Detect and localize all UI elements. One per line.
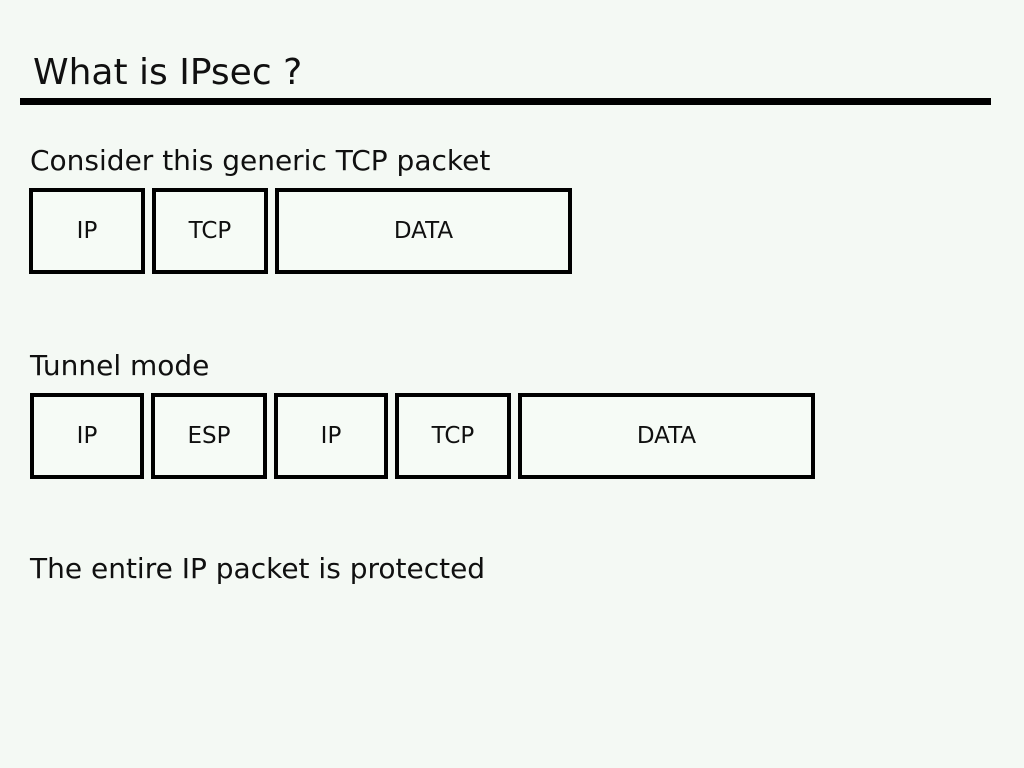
title-rule — [20, 98, 991, 105]
packet-field-tcp: TCP — [395, 393, 511, 479]
packet-field-label: IP — [320, 422, 342, 449]
packet-field-esp: ESP — [151, 393, 267, 479]
packet-field-outer-ip: IP — [30, 393, 144, 479]
packet-field-label: DATA — [393, 217, 454, 244]
packet-field-label: IP — [76, 422, 98, 449]
caption-generic-packet: Consider this generic TCP packet — [30, 144, 491, 177]
packet-diagram-tunnel: IP ESP IP TCP DATA — [30, 393, 815, 479]
packet-field-tcp: TCP — [152, 188, 268, 274]
packet-field-label: IP — [76, 217, 98, 244]
packet-field-ip: IP — [29, 188, 145, 274]
packet-field-inner-ip: IP — [274, 393, 388, 479]
packet-field-label: TCP — [188, 217, 232, 244]
slide-title: What is IPsec ? — [33, 52, 303, 93]
packet-diagram-generic: IP TCP DATA — [29, 188, 572, 274]
caption-protection-note: The entire IP packet is protected — [30, 552, 486, 585]
packet-field-label: TCP — [431, 422, 475, 449]
caption-tunnel-mode: Tunnel mode — [30, 349, 210, 382]
packet-field-data: DATA — [275, 188, 572, 274]
packet-field-data: DATA — [518, 393, 815, 479]
packet-field-label: DATA — [636, 422, 697, 449]
packet-field-label: ESP — [187, 422, 231, 449]
